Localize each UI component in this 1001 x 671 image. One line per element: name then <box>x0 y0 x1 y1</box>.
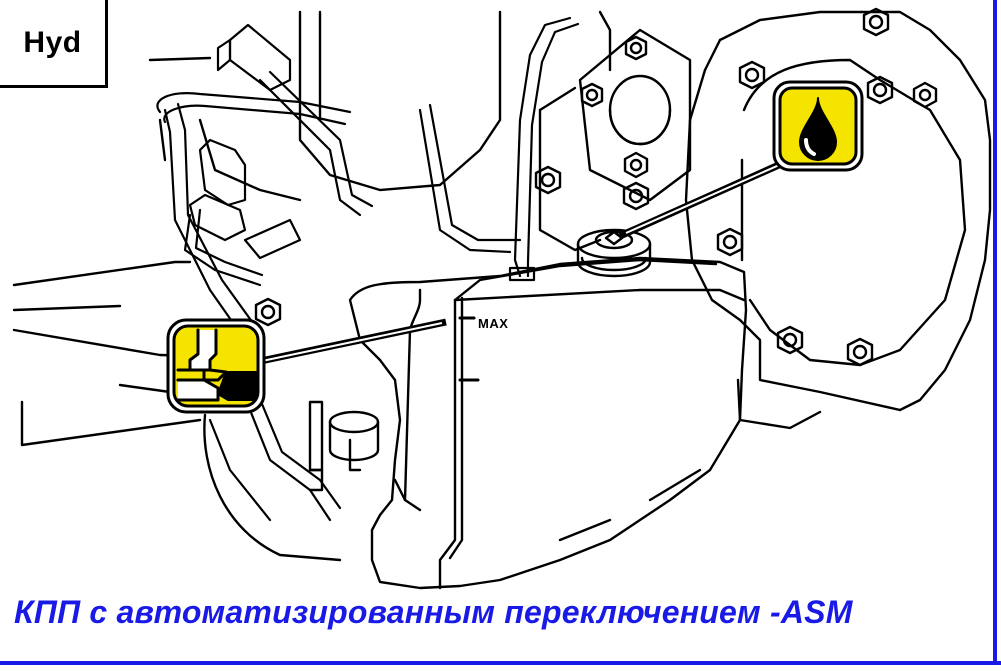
caption: КПП с автоматизированным переключением -… <box>14 594 853 630</box>
oil-drop-icon <box>772 80 864 172</box>
hyd-badge: Hyd <box>0 0 108 88</box>
chassis-rails <box>12 56 212 447</box>
fluid-reservoir <box>348 256 748 590</box>
bell-housing <box>203 400 380 562</box>
filler-cap <box>576 228 652 278</box>
hydraulic-fluid-icon <box>166 318 266 414</box>
actuator-block <box>538 10 692 252</box>
central-housing <box>158 10 502 202</box>
right-border-line <box>993 0 997 665</box>
max-level-label: MAX <box>478 316 509 331</box>
leader-lines-core <box>261 161 787 362</box>
hydraulic-pipes <box>156 16 580 522</box>
transmission-housing <box>684 10 992 430</box>
housing-bolts <box>254 7 938 367</box>
bottom-border-line <box>0 661 1001 665</box>
